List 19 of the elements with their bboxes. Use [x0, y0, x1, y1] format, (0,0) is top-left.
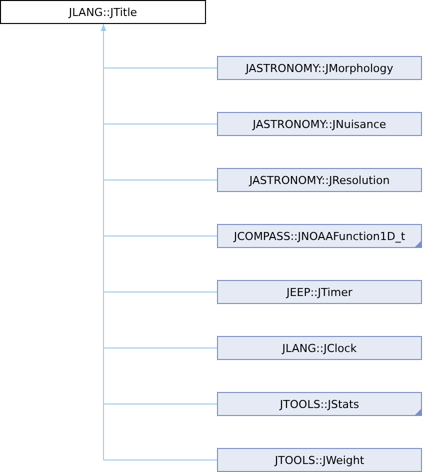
class-box: [217, 168, 422, 192]
inheritance-arrow: [100, 24, 106, 460]
class-name: JTOOLS::JWeight: [274, 454, 364, 466]
class-box: [217, 224, 422, 248]
class-name: JASTRONOMY::JResolution: [249, 174, 390, 186]
class-name: JCOMPASS::JNOAAFunction1D_t: [234, 230, 406, 242]
class-box: [217, 392, 422, 416]
class-box: [217, 336, 422, 360]
class-box: [217, 56, 422, 80]
class-box: [217, 280, 422, 304]
class-box: [217, 112, 422, 136]
class-name: JLANG::JTitle: [68, 6, 138, 18]
class-name: JLANG::JClock: [282, 342, 357, 354]
class-name: JTOOLS::JStats: [280, 398, 360, 410]
class-box: [0, 0, 206, 24]
class-name: JASTRONOMY::JMorphology: [246, 62, 394, 74]
class-box: [217, 448, 422, 472]
class-name: JASTRONOMY::JNuisance: [252, 118, 386, 130]
class-name: JEEP::JTimer: [286, 286, 352, 298]
